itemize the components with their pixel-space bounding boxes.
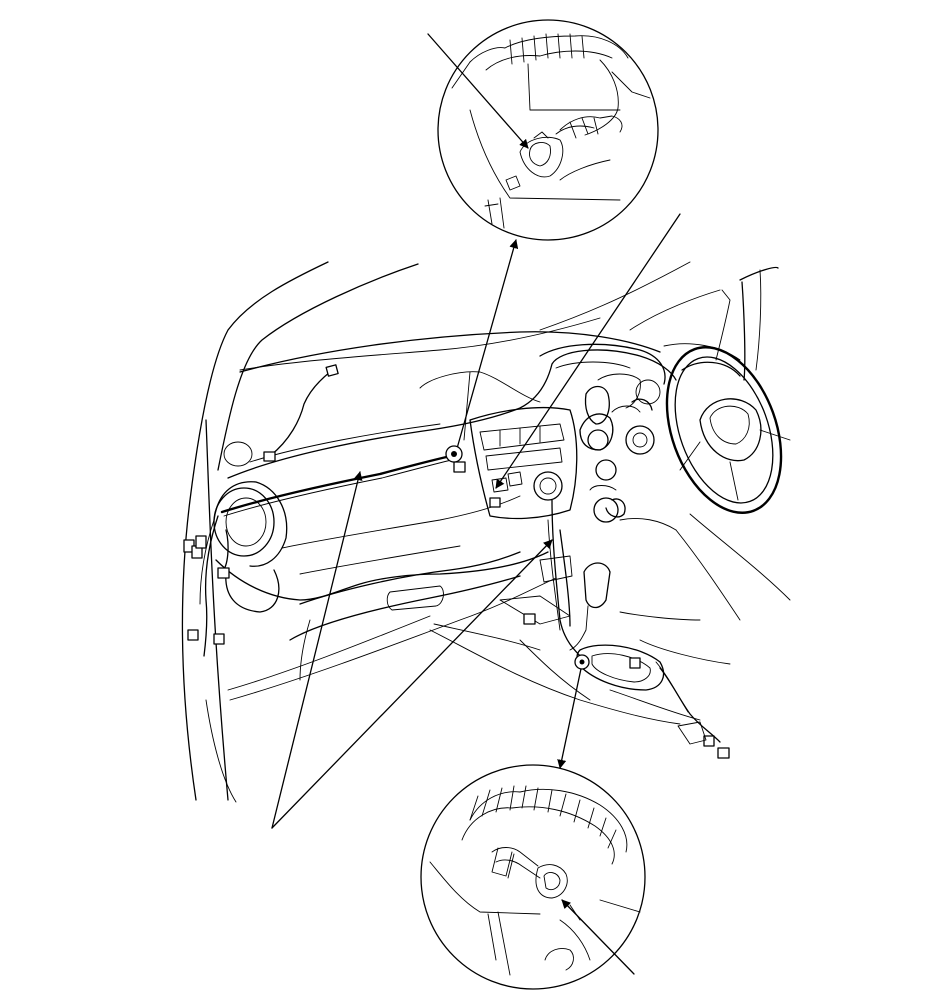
detail-circle-bottom	[420, 764, 646, 990]
leader-lines	[271, 213, 681, 829]
callout-arrow-bottom	[557, 663, 583, 769]
connectors	[183, 364, 730, 759]
wire-harness	[199, 371, 721, 743]
detail-circle-top	[427, 19, 659, 241]
callout-arrow-top	[455, 239, 519, 453]
vehicle-interior	[181, 261, 791, 803]
